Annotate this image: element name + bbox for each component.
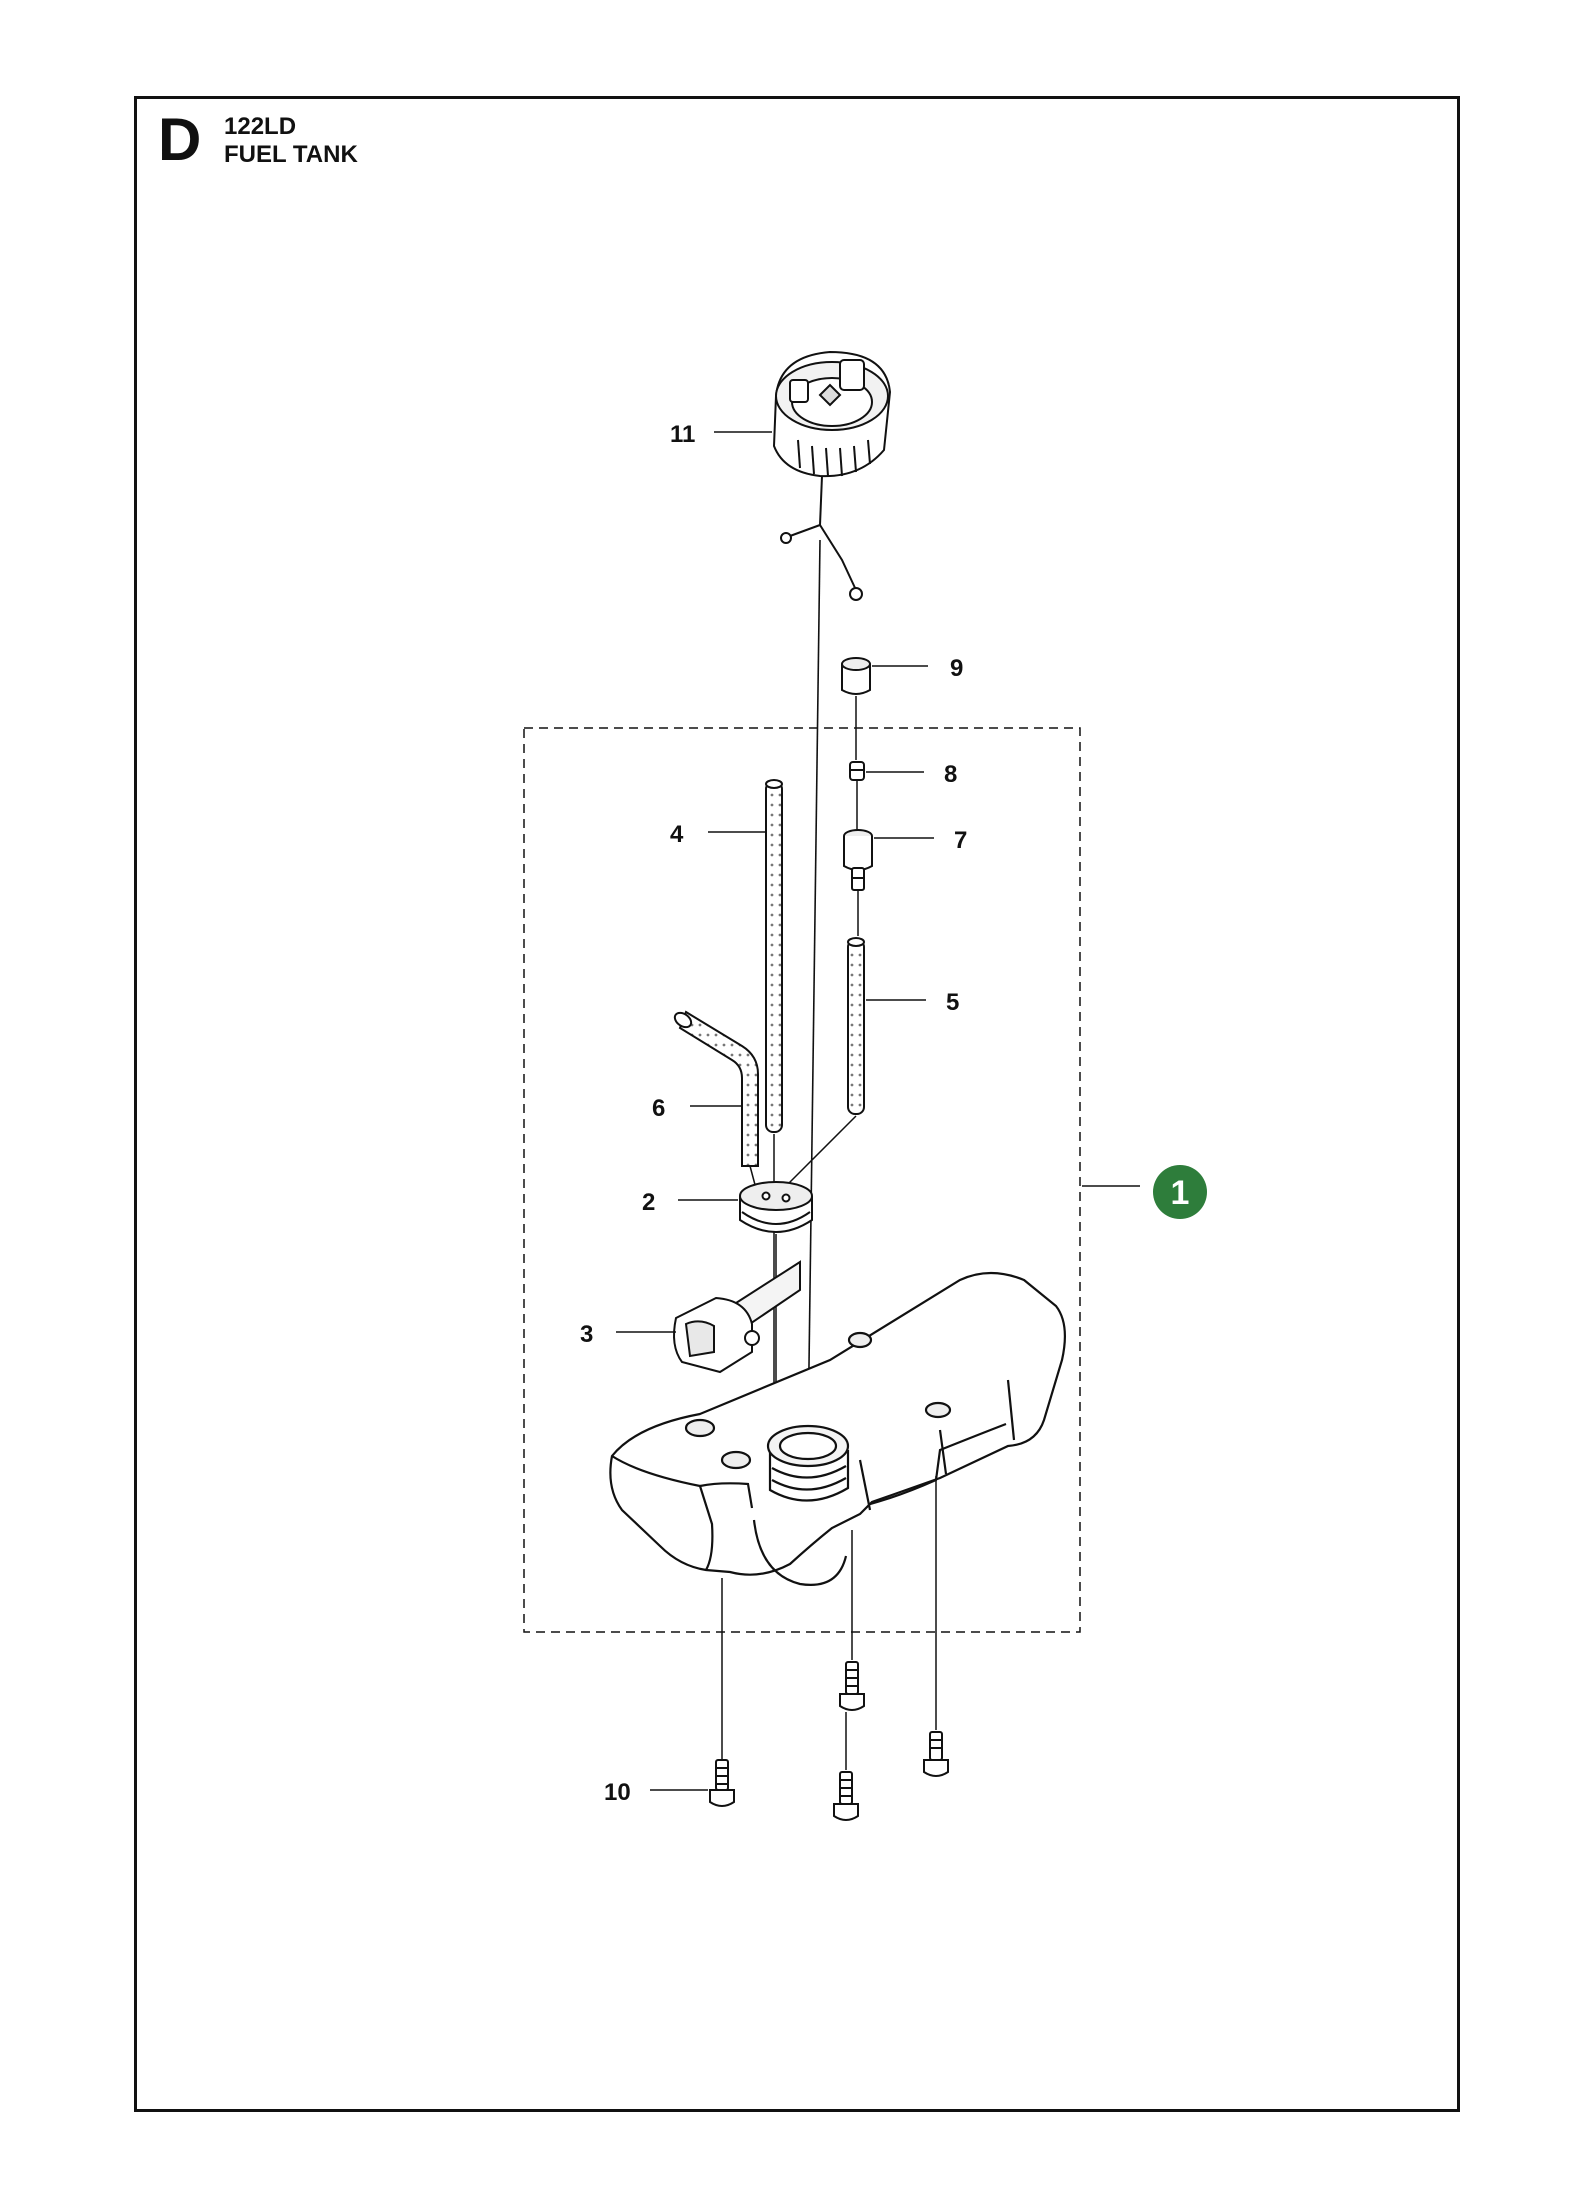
callout-8: 8 [944, 761, 957, 788]
section-title: FUEL TANK [224, 141, 358, 168]
check-valve-part [843, 829, 873, 891]
callout-9: 9 [950, 655, 963, 682]
screw-part [923, 1476, 949, 1777]
fuel-hose-part [765, 779, 783, 1133]
leader-lines [616, 431, 1140, 1791]
fuel-cap-part [772, 350, 892, 478]
model-number: 122LD [224, 113, 297, 140]
callout-3: 3 [580, 1321, 593, 1348]
callout-10: 10 [604, 1779, 631, 1806]
page-frame [134, 96, 1460, 2112]
callout-11: 11 [670, 421, 695, 448]
assembly-badge-number: 1 [1171, 1174, 1190, 1212]
fuel-filter-part [841, 657, 871, 695]
screw-part [839, 1530, 865, 1711]
grommet-part [739, 1181, 813, 1233]
guide-line-cap [807, 539, 821, 1441]
assembly-boundary [523, 727, 1081, 1633]
callout-7: 7 [954, 827, 967, 854]
callout-6: 6 [652, 1095, 665, 1122]
valve-nipple-part [849, 761, 865, 781]
guide-line-5-to-grommet [785, 1115, 857, 1187]
bent-hose-part [673, 1010, 759, 1167]
callout-4: 4 [670, 821, 684, 848]
section-letter: D [158, 106, 202, 173]
callout-2: 2 [642, 1189, 655, 1216]
callout-5: 5 [946, 989, 959, 1016]
screw-part [709, 1578, 735, 1807]
screw-part [833, 1712, 859, 1821]
return-hose-part [847, 937, 865, 1115]
cap-tether [780, 475, 863, 601]
tank-vent-part [673, 1260, 801, 1374]
assembly-badge [1153, 1165, 1207, 1219]
fuel-tank-body [609, 1271, 1067, 1586]
